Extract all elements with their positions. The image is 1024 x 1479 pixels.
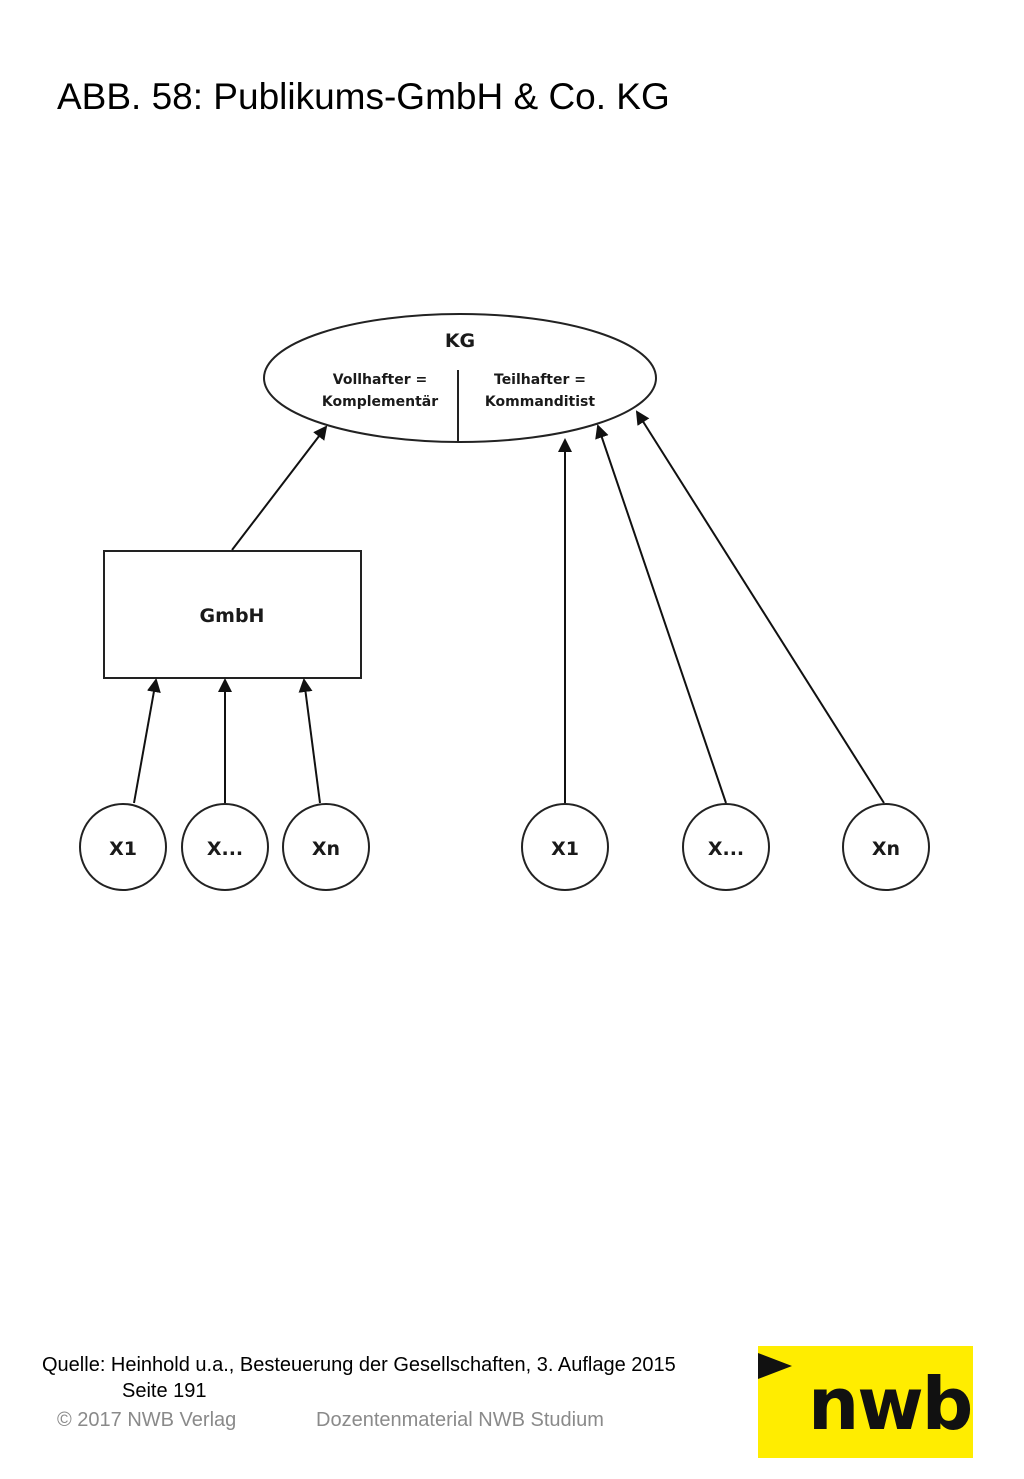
nwb-logo-text: nwb <box>808 1362 973 1446</box>
shareholder-label: Xn <box>312 838 340 860</box>
kg-entity: KG Vollhafter = Komplementär Teilhafter … <box>263 313 657 443</box>
right-shareholders: X1 X... Xn <box>521 803 930 891</box>
shareholder-label: X1 <box>551 838 579 860</box>
arrow-left-x1-to-gmbh <box>133 678 161 804</box>
page-title: ABB. 58: Publikums-GmbH & Co. KG <box>57 76 670 117</box>
shareholder-circle <box>682 803 770 891</box>
footer-material: Dozentenmaterial NWB Studium <box>316 1409 604 1431</box>
left-shareholders: X1 X... Xn <box>79 803 370 891</box>
gmbh-box <box>103 550 362 679</box>
kg-label: KG <box>445 330 475 352</box>
logo-arrow-icon <box>758 1353 792 1379</box>
shareholder-label: X... <box>207 838 243 860</box>
source-citation: Quelle: Heinhold u.a., Besteuerung der G… <box>42 1352 676 1404</box>
arrow-left-xn-to-gmbh <box>298 678 321 804</box>
source-page: Seite 191 <box>122 1380 207 1402</box>
arrow-right-xn-to-kg <box>635 410 885 804</box>
shareholder-label: X1 <box>109 838 137 860</box>
kg-left-line2: Komplementär <box>322 394 438 410</box>
shareholder-label: Xn <box>872 838 900 860</box>
nwb-logo <box>758 1346 973 1458</box>
arrow-gmbh-to-kg <box>231 425 328 551</box>
shareholder-label: X... <box>708 838 744 860</box>
kg-right-line2: Kommanditist <box>485 394 595 410</box>
gmbh-label: GmbH <box>200 605 265 627</box>
shareholder-circle <box>842 803 930 891</box>
kg-left-line1: Vollhafter = <box>333 372 428 388</box>
shareholder-circle <box>181 803 269 891</box>
kg-ellipse <box>263 313 657 443</box>
shareholder-circle <box>282 803 370 891</box>
shareholder-circle <box>521 803 609 891</box>
gmbh-entity: GmbH <box>103 550 362 679</box>
arrow-right-xdots-to-kg <box>595 424 727 804</box>
shareholder-circle <box>79 803 167 891</box>
source-line: Quelle: Heinhold u.a., Besteuerung der G… <box>42 1354 676 1376</box>
kg-right-line1: Teilhafter = <box>494 372 586 388</box>
footer-copyright: © 2017 NWB Verlag <box>57 1409 237 1431</box>
